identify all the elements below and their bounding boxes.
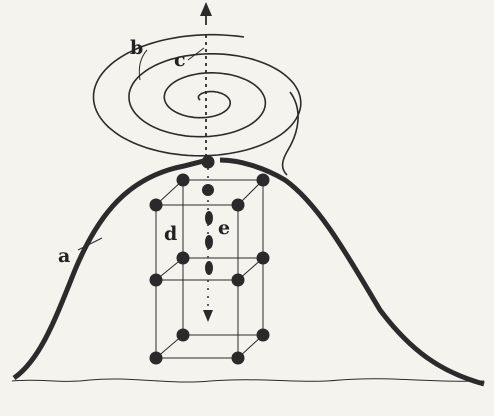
label-a-leader xyxy=(77,237,103,251)
dislocation-core-atoms xyxy=(201,155,215,275)
growth-hillock-curve xyxy=(12,157,485,387)
label-b-leader xyxy=(138,49,148,81)
ground-line xyxy=(11,378,485,383)
up-arrowhead xyxy=(200,2,212,16)
label-a: a xyxy=(58,245,70,267)
down-arrowhead xyxy=(203,310,213,322)
label-c-leader xyxy=(187,47,205,61)
lattice-atoms xyxy=(149,173,270,365)
growth-spiral xyxy=(92,33,302,176)
label-d: d xyxy=(164,223,177,245)
label-b: b xyxy=(130,37,143,59)
label-c: c xyxy=(174,49,186,71)
label-e: e xyxy=(218,217,230,239)
